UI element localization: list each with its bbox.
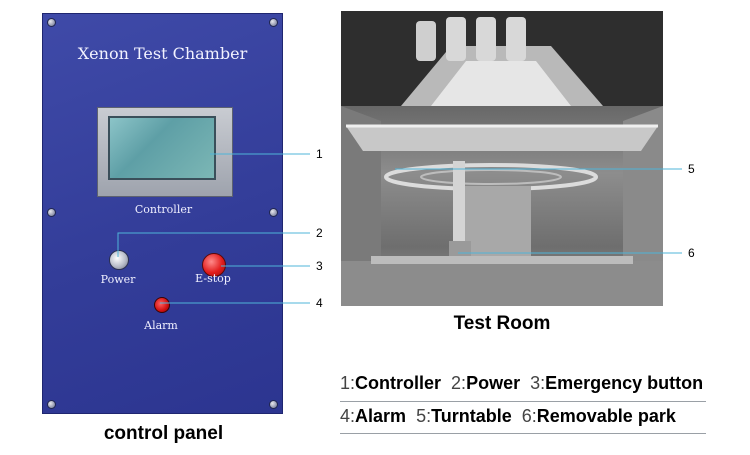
- legend-num: 2:: [451, 373, 467, 393]
- callout-1: 1: [316, 147, 323, 161]
- legend-row-1: 1:Controller 2:Power 3:Emergency button: [340, 373, 703, 394]
- callout-4: 4: [316, 296, 323, 310]
- callout-6: 6: [688, 246, 695, 260]
- legend-label-controller: Controller: [355, 373, 442, 393]
- screw-icon: [269, 18, 278, 27]
- legend-label-alarm: Alarm: [355, 406, 407, 426]
- screw-icon: [47, 18, 56, 27]
- legend-divider: [340, 433, 706, 434]
- legend-label-removable-park: Removable park: [536, 406, 676, 426]
- screw-icon: [47, 208, 56, 217]
- control-panel: Xenon Test Chamber Controller Power E-st…: [42, 13, 283, 414]
- legend-num: 6:: [521, 406, 537, 426]
- legend-label-emergency-button: Emergency button: [545, 373, 704, 393]
- test-room-illustration: [341, 11, 663, 306]
- test-room-caption: Test Room: [453, 313, 551, 334]
- estop-label: E-stop: [195, 272, 231, 285]
- callout-2: 2: [316, 226, 323, 240]
- legend-label-power: Power: [466, 373, 521, 393]
- alarm-light-icon: [154, 297, 170, 313]
- legend-label-turntable: Turntable: [431, 406, 512, 426]
- callout-5: 5: [688, 162, 695, 176]
- touchscreen-display[interactable]: [108, 116, 216, 180]
- legend-num: 3:: [530, 373, 546, 393]
- legend-num: 4:: [340, 406, 356, 426]
- power-label: Power: [100, 273, 136, 286]
- legend-divider: [340, 401, 706, 402]
- test-room-photo: [341, 11, 663, 306]
- legend-num: 5:: [416, 406, 432, 426]
- controller-screen[interactable]: [97, 107, 233, 197]
- legend-row-2: 4:Alarm 5:Turntable 6:Removable park: [340, 406, 676, 427]
- power-button[interactable]: [109, 250, 129, 270]
- panel-title: Xenon Test Chamber: [77, 44, 248, 63]
- callout-line-2: [117, 232, 310, 257]
- callout-3: 3: [316, 259, 323, 273]
- controller-label: Controller: [134, 203, 193, 216]
- legend-num: 1:: [340, 373, 356, 393]
- control-panel-caption: control panel: [103, 423, 224, 444]
- screw-icon: [269, 208, 278, 217]
- emergency-stop-button[interactable]: [202, 253, 226, 277]
- screw-icon: [47, 400, 56, 409]
- screw-icon: [269, 400, 278, 409]
- alarm-label: Alarm: [144, 319, 178, 332]
